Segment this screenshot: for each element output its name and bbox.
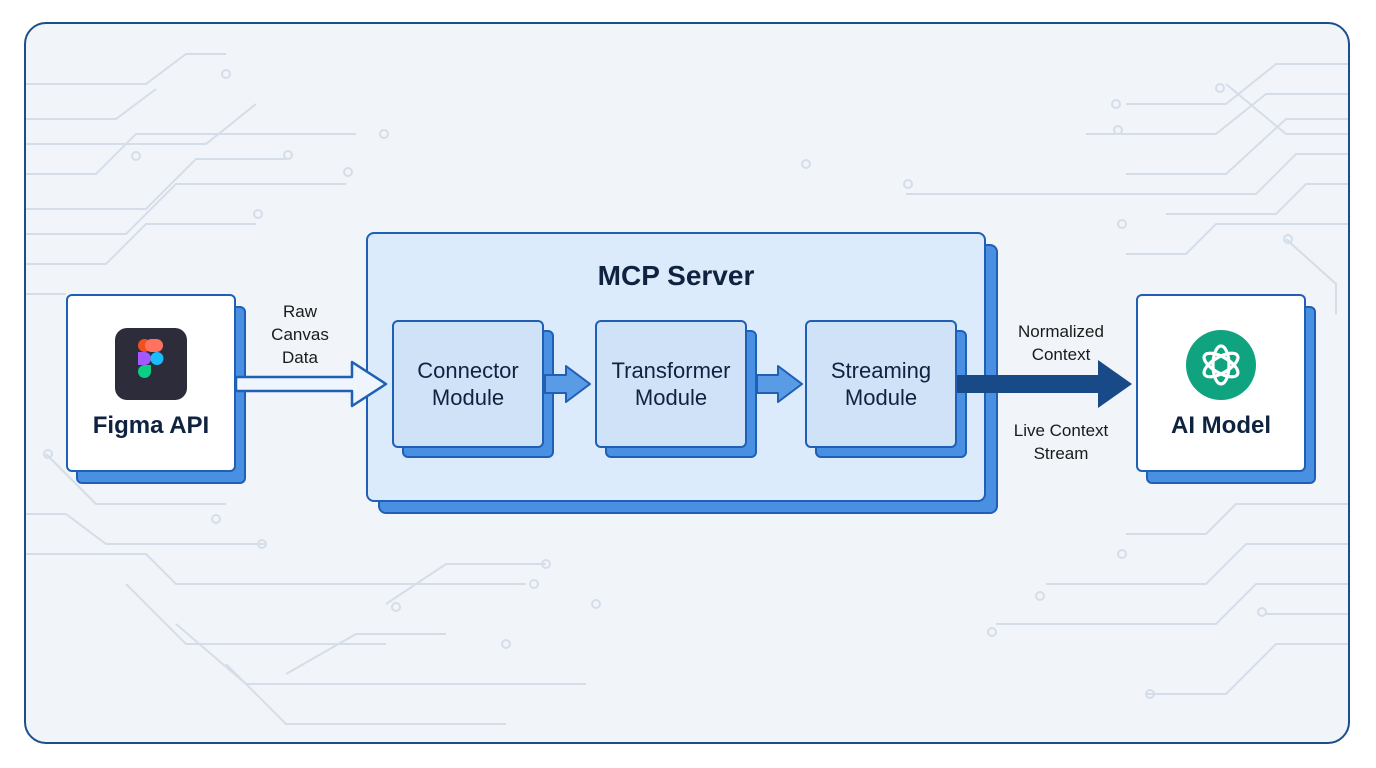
figma-api-card: Figma API — [66, 294, 236, 472]
transformer-module-label: Transformer Module — [611, 358, 731, 410]
connector-to-transformer-arrow — [544, 365, 591, 403]
output-label-top: Normalized Context — [1018, 322, 1104, 364]
output-label-bottom: Live Context Stream — [1013, 421, 1109, 463]
ai-model-card: AI Model — [1136, 294, 1306, 472]
openai-logo-icon — [1186, 330, 1256, 400]
output-arrow — [957, 360, 1132, 408]
circuit-background — [26, 53, 1348, 725]
ai-model-label: AI Model — [1171, 412, 1271, 439]
input-arrow — [234, 360, 388, 408]
input-arrow-label: Raw Canvas Data — [271, 302, 329, 367]
figma-logo-icon — [115, 328, 187, 400]
mcp-server-title: MCP Server — [597, 260, 755, 291]
streaming-module: Streaming Module — [805, 320, 957, 448]
transformer-to-streaming-arrow — [756, 365, 803, 403]
connector-module: Connector Module — [392, 320, 544, 448]
streaming-module-label: Streaming Module — [830, 358, 932, 410]
connector-module-label: Connector Module — [417, 358, 519, 410]
transformer-module: Transformer Module — [595, 320, 747, 448]
figma-api-label: Figma API — [92, 412, 210, 439]
